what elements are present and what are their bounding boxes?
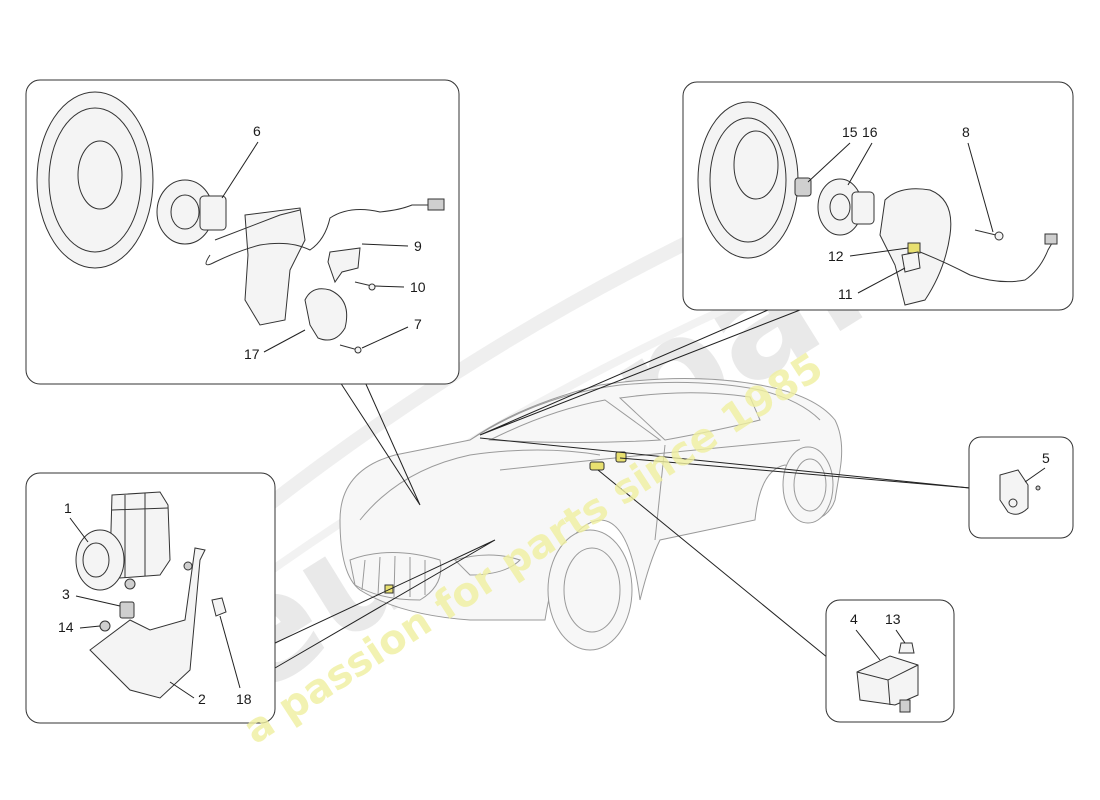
car-grille-bars — [361, 555, 426, 598]
car-part-highlight-1 — [384, 584, 394, 594]
rear-sensor-bracket-11 — [901, 251, 921, 273]
bracket-5-body — [999, 469, 1029, 515]
label-1: 1 — [64, 500, 72, 516]
car-part-highlight-4 — [589, 461, 605, 471]
rear-sensor-cable — [919, 237, 1056, 283]
front-knuckle — [244, 207, 306, 326]
label-18: 18 — [236, 691, 252, 707]
label-3: 3 — [62, 586, 70, 602]
label-8: 8 — [962, 124, 970, 140]
car-part-highlight-5 — [615, 451, 627, 463]
label-2: 2 — [198, 691, 206, 707]
abs-clip-18 — [211, 597, 227, 617]
nut-13 — [898, 642, 915, 654]
connector-front-hub — [339, 381, 421, 506]
connector-rear-hub — [479, 309, 801, 436]
label-15: 15 — [842, 124, 858, 140]
label-4: 4 — [850, 611, 858, 627]
car-illustration — [339, 378, 843, 651]
connector-lines — [274, 309, 971, 669]
label-10: 10 — [410, 279, 426, 295]
rear-nut-15 — [794, 177, 812, 197]
label-17: 17 — [244, 346, 260, 362]
label-9: 9 — [414, 238, 422, 254]
connector-line-long — [479, 437, 971, 489]
front-backing-plate-17 — [304, 288, 348, 341]
front-hub-panel: 6 9 10 7 17 — [25, 79, 460, 385]
label-7: 7 — [414, 316, 422, 332]
car-windshield — [488, 399, 662, 443]
rear-hub-panel: 15 16 8 12 11 — [682, 81, 1074, 311]
front-bracket-9 — [327, 247, 361, 284]
car-front-rim — [563, 547, 621, 633]
car-headlight — [454, 554, 521, 576]
label-12: 12 — [828, 248, 844, 264]
car-hood — [359, 449, 601, 521]
connector-abs — [274, 539, 496, 669]
label-6: 6 — [253, 123, 261, 139]
car-door-line — [654, 444, 666, 541]
abs-bracket-2 — [89, 547, 206, 699]
label-14: 14 — [58, 619, 74, 635]
front-sensor-cable — [205, 204, 440, 266]
label-11: 11 — [838, 286, 853, 302]
connector-sensor-5 — [619, 457, 971, 489]
abs-nut-14 — [99, 620, 111, 632]
label-16: 16 — [862, 124, 878, 140]
abs-panel: 1 3 14 2 18 — [25, 472, 276, 724]
car-roof — [469, 381, 821, 441]
label-13: 13 — [885, 611, 901, 627]
car-side-window — [618, 392, 761, 441]
sensor-4-panel: 4 13 — [825, 599, 955, 723]
abs-motor-1 — [75, 529, 125, 591]
bracket-5-panel: 5 — [968, 436, 1074, 539]
connector-sensor-4 — [597, 469, 829, 659]
label-5: 5 — [1042, 450, 1050, 466]
sensor-4-body — [856, 655, 919, 706]
abs-mount-3 — [119, 601, 135, 619]
car-rear-rim — [793, 458, 827, 512]
